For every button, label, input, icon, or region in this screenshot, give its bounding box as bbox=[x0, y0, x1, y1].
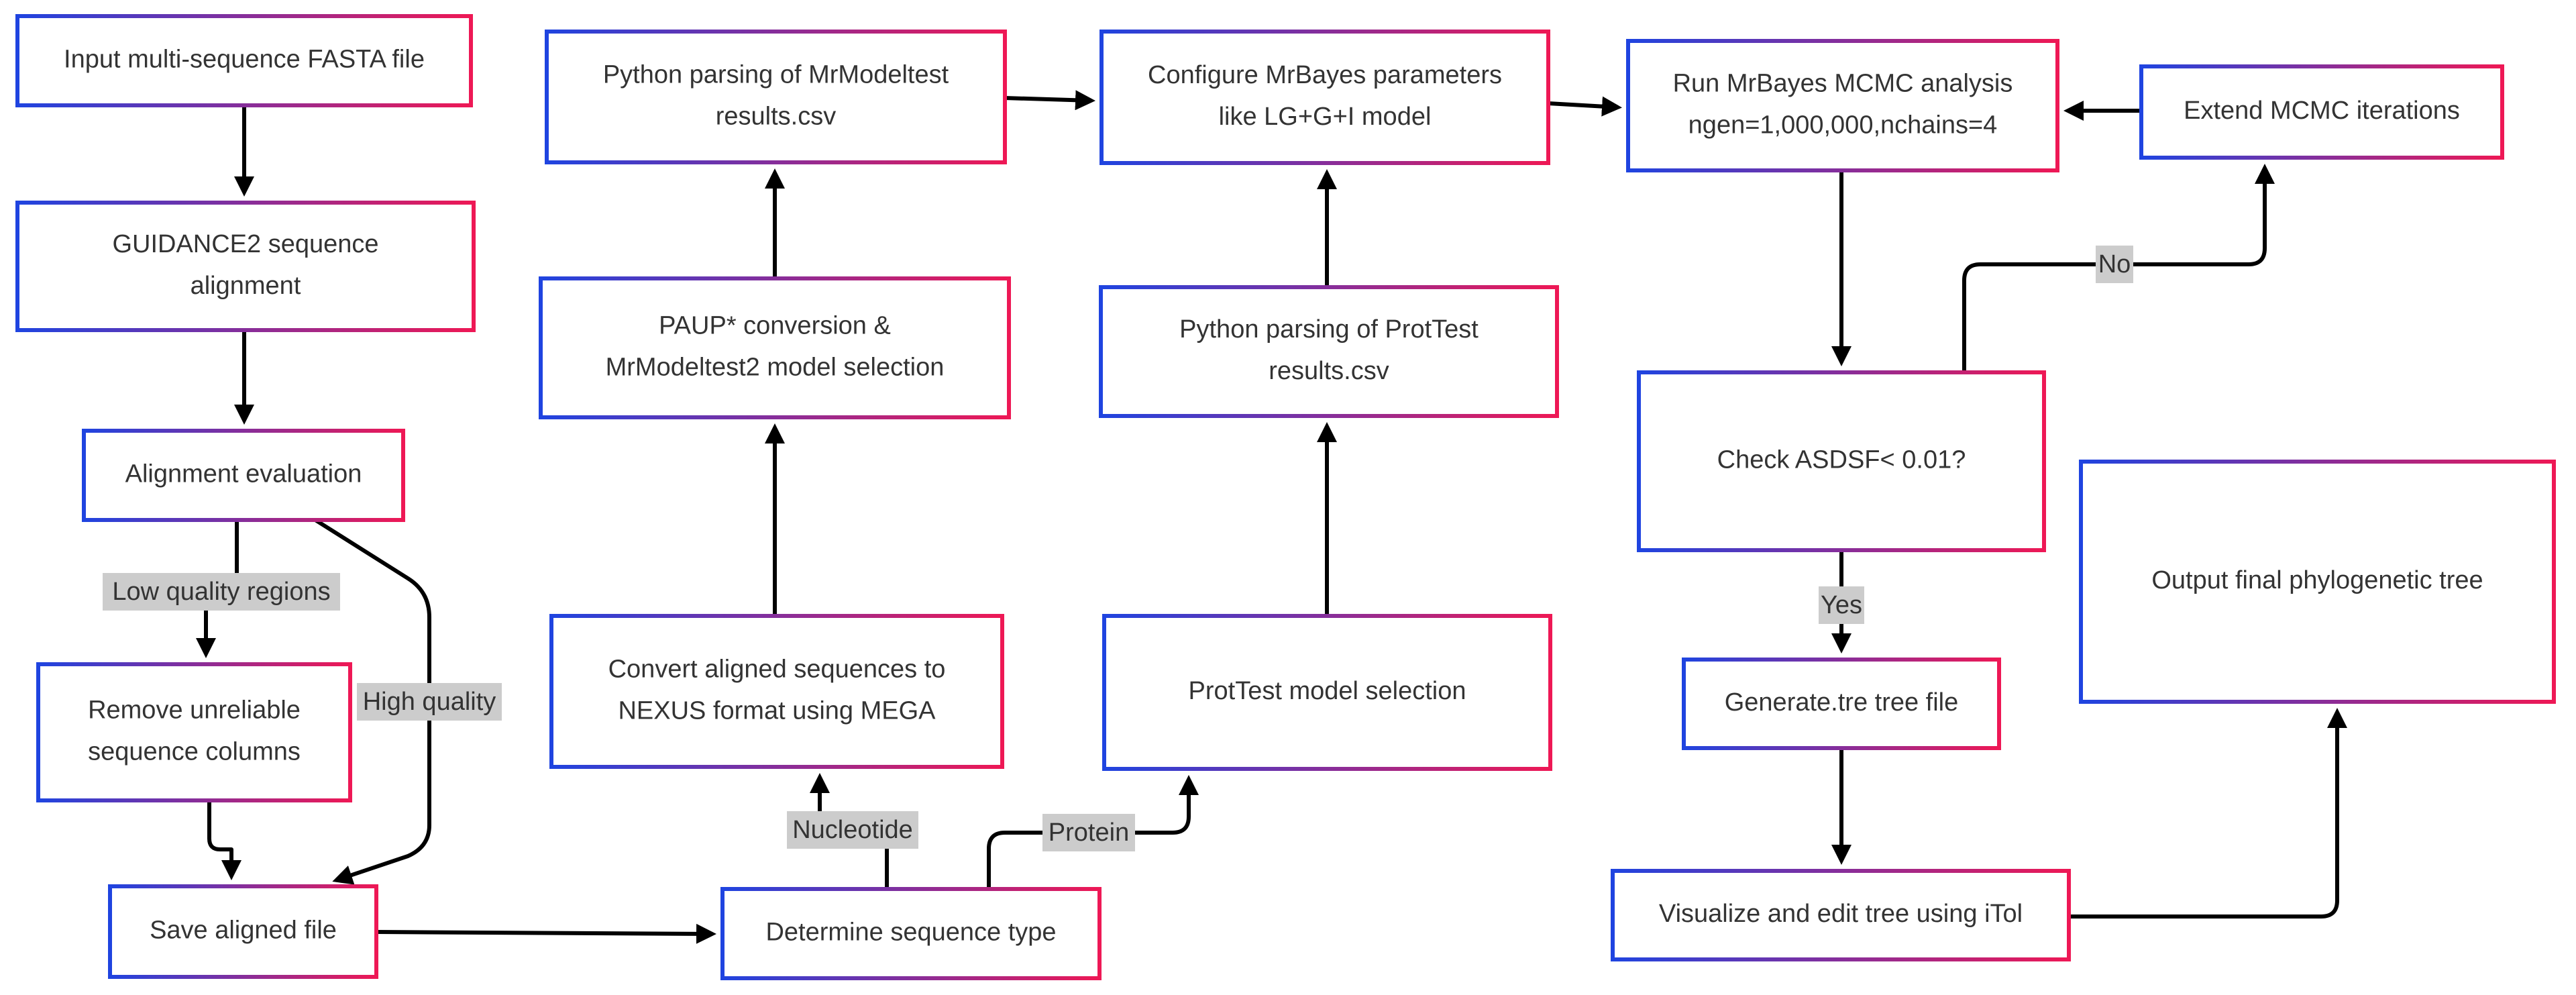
node-python-protest: Python parsing of ProtTest results.csv bbox=[1099, 285, 1559, 418]
edge-label-protein: Protein bbox=[1042, 814, 1135, 851]
node-label: Alignment evaluation bbox=[125, 460, 362, 488]
edge-label-text: No bbox=[2098, 250, 2131, 278]
node-label: NEXUS format using MEGA bbox=[618, 697, 936, 725]
node-label: Determine sequence type bbox=[765, 919, 1056, 947]
node-label: Visualize and edit tree using iTol bbox=[1659, 900, 2023, 928]
edge-label-text: Nucleotide bbox=[792, 816, 913, 844]
node-label: Input multi-sequence FASTA file bbox=[64, 46, 425, 74]
node-label: Run MrBayes MCMC analysis bbox=[1673, 70, 2013, 98]
node-configure-mrbayes: Configure MrBayes parameters like LG+G+I … bbox=[1099, 30, 1550, 165]
node-label: Save aligned file bbox=[150, 917, 337, 945]
nodes-layer: Input multi-sequence FASTA fileGUIDANCE2… bbox=[15, 14, 2556, 980]
node-convert-nexus: Convert aligned sequences to NEXUS format… bbox=[549, 614, 1004, 769]
edge-remove-to-save bbox=[207, 800, 241, 880]
node-generate-tre: Generate.tre tree file bbox=[1682, 658, 2001, 750]
node-label: ngen=1,000,000,nchains=4 bbox=[1688, 111, 1998, 140]
node-label: alignment bbox=[191, 272, 301, 300]
node-label: results.csv bbox=[716, 103, 836, 131]
node-label: Python parsing of ProtTest bbox=[1179, 315, 1479, 344]
node-label: like LG+G+I model bbox=[1219, 103, 1432, 131]
edge-label-no: No bbox=[2096, 246, 2133, 283]
node-label: sequence columns bbox=[88, 738, 301, 766]
edge-label-yes: Yes bbox=[1819, 586, 1864, 624]
node-label: Configure MrBayes parameters bbox=[1148, 61, 1502, 89]
node-label: ProtTest model selection bbox=[1189, 677, 1466, 705]
edge-configure-to-run bbox=[1548, 96, 1622, 117]
node-determine-type: Determine sequence type bbox=[720, 887, 1102, 980]
node-label: results.csv bbox=[1269, 357, 1389, 385]
edge-label-text: Low quality regions bbox=[112, 578, 330, 606]
node-guidance2: GUIDANCE2 sequence alignment bbox=[15, 201, 476, 332]
node-label: Check ASDSF< 0.01? bbox=[1717, 446, 1966, 474]
node-input-fasta: Input multi-sequence FASTA file bbox=[15, 14, 473, 107]
node-protest-selection: ProtTest model selection bbox=[1102, 614, 1552, 771]
node-paup-mrmodeltest: PAUP* conversion & MrModeltest2 model sel… bbox=[539, 276, 1011, 419]
edge-label-high-quality: High quality bbox=[357, 683, 502, 721]
node-remove-columns: Remove unreliable sequence columns bbox=[36, 662, 352, 802]
node-save-aligned: Save aligned file bbox=[108, 884, 378, 979]
node-visualize-itol: Visualize and edit tree using iTol bbox=[1611, 869, 2071, 961]
node-label: Output final phylogenetic tree bbox=[2151, 566, 2483, 594]
node-extend-mcmc: Extend MCMC iterations bbox=[2139, 64, 2504, 160]
node-label: Remove unreliable bbox=[88, 696, 301, 725]
edge-label-text: Yes bbox=[1821, 591, 1862, 619]
node-check-asdsf: Check ASDSF< 0.01? bbox=[1637, 370, 2046, 552]
edge-save-to-determine bbox=[376, 923, 716, 944]
node-run-mrbayes: Run MrBayes MCMC analysis ngen=1,000,000,… bbox=[1626, 39, 2059, 172]
edge-visualize-to-output bbox=[2069, 708, 2347, 919]
node-label: Extend MCMC iterations bbox=[2184, 97, 2460, 125]
edge-python-mrmt-to-configure bbox=[1004, 90, 1095, 111]
edge-label-text: High quality bbox=[363, 688, 496, 716]
node-output-tree: Output final phylogenetic tree bbox=[2079, 460, 2556, 704]
node-label: Generate.tre tree file bbox=[1725, 688, 1959, 717]
node-label: Convert aligned sequences to bbox=[608, 656, 946, 684]
node-label: GUIDANCE2 sequence bbox=[112, 230, 378, 258]
node-label: PAUP* conversion & bbox=[659, 312, 891, 340]
node-python-mrmodeltest: Python parsing of MrModeltest results.csv bbox=[545, 30, 1007, 164]
node-label: MrModeltest2 model selection bbox=[606, 354, 945, 382]
node-alignment-eval: Alignment evaluation bbox=[82, 429, 405, 522]
node-label: Python parsing of MrModeltest bbox=[603, 61, 949, 89]
edge-label-low-quality: Low quality regions bbox=[103, 573, 340, 611]
edge-label-text: Protein bbox=[1049, 819, 1129, 847]
edge-label-nucleotide: Nucleotide bbox=[787, 811, 918, 849]
edge-eval-to-save bbox=[314, 518, 431, 885]
